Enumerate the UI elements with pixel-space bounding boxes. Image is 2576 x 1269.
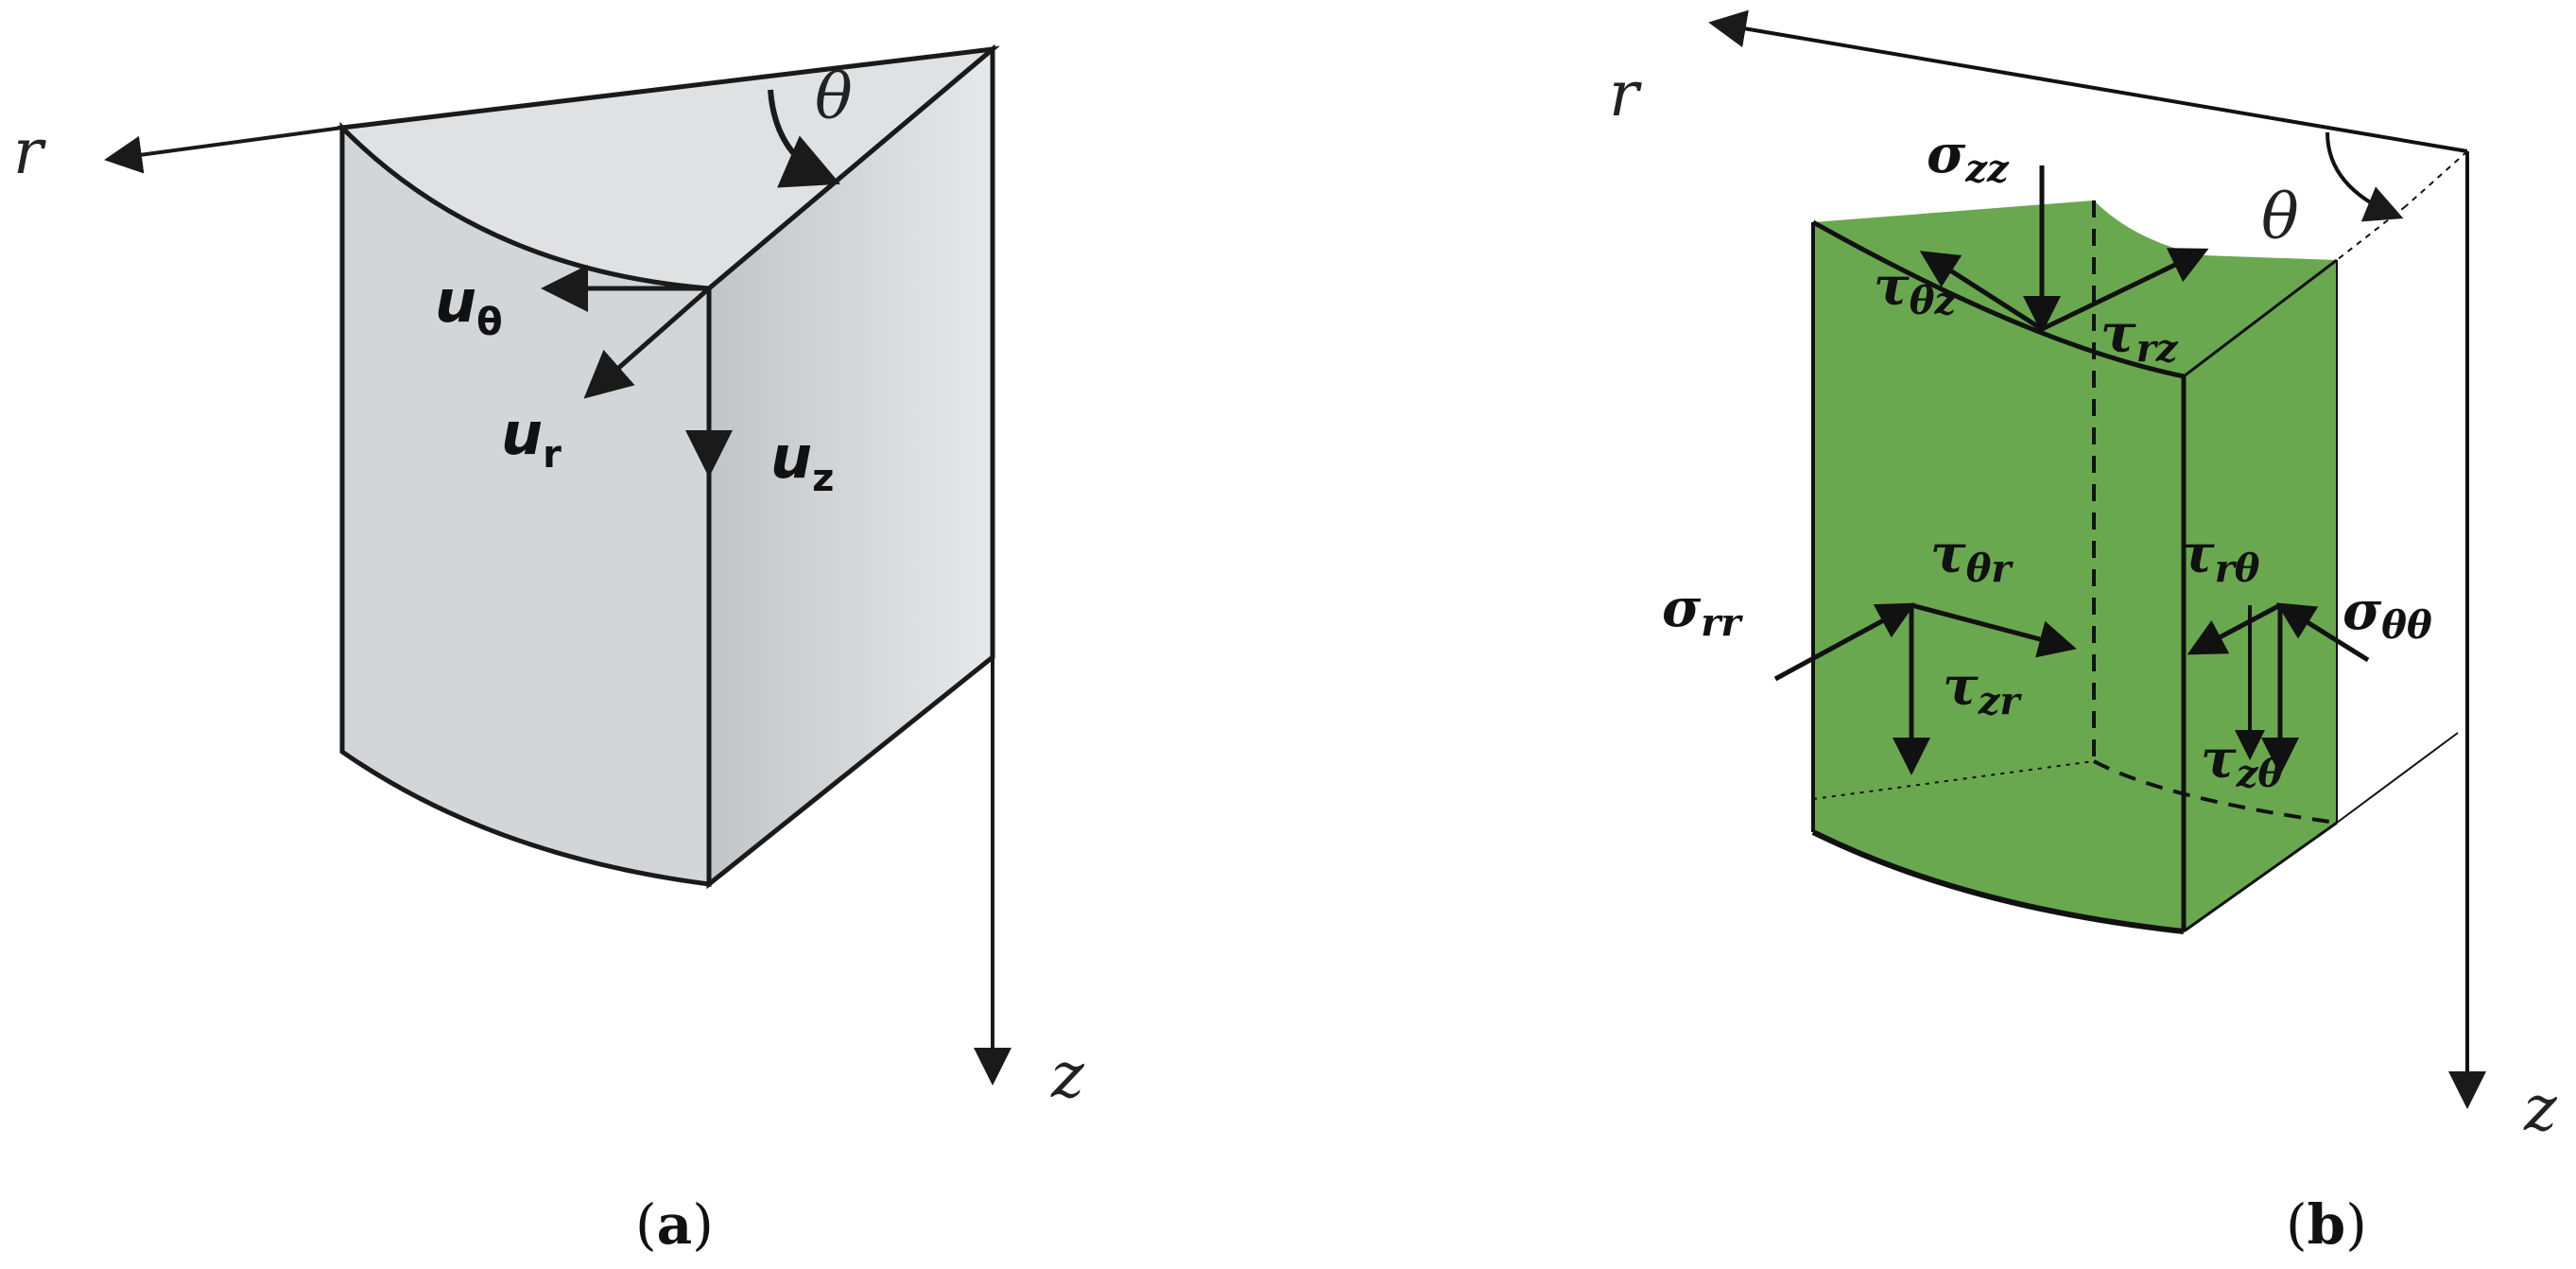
panel-b-tau-thetar-arrow	[1910, 602, 2077, 658]
panel-b-theta-arc	[2325, 131, 2404, 222]
panel-a-top-face	[337, 45, 1001, 291]
panel-a-u-theta-label: uθ	[435, 267, 503, 344]
panel-b-bottom-arc-edge	[1811, 829, 2185, 934]
panel-a-theta-label: θ	[815, 61, 853, 133]
panel-b-bottom-right-edge	[2183, 821, 2338, 933]
panel-a-r-axis	[104, 126, 343, 174]
panel-b-z-label: z	[2523, 1072, 2558, 1145]
panel-a-z-label: z	[1050, 1039, 1085, 1112]
panel-b-r-label: r	[1609, 58, 1642, 130]
panel-b-sigma-thetatheta-label: σθθ	[2343, 580, 2432, 648]
panel-b-caption: (b)	[2286, 1192, 2367, 1257]
panel-b-top-arc-edge	[1811, 219, 2185, 379]
panel-a-r-label: r	[13, 115, 46, 188]
panel-b-tau-rz-arrow	[2040, 248, 2209, 332]
panel-b-sigma-rr-label: σrr	[1662, 577, 1743, 645]
panel-b-tau-thetar-label: τθr	[1930, 523, 2014, 591]
panel-b-dotted-top-b	[2405, 150, 2468, 207]
panel-a-theta-arc	[768, 89, 841, 188]
panel-a-u-r-label: ur	[501, 399, 562, 477]
panel-b-outer-bottom-line	[2336, 732, 2459, 824]
panel-b-sigma-thetatheta-arrow	[2275, 602, 2370, 663]
panel-a-u-z-label: uz	[770, 423, 834, 500]
panel-a-caption: (a)	[635, 1192, 714, 1257]
panel-b-tau-thetaz-label: τθz	[1874, 255, 1957, 323]
panel-b-top-right-edge	[2183, 258, 2338, 378]
panel-b-tau-rtheta-arrow	[2187, 602, 2282, 655]
panel-b-tau-ztheta-label: τzθ	[2201, 728, 2283, 796]
panel-b-tau-zr-label: τzr	[1943, 655, 2022, 723]
panel-b-tau-rtheta-label: τrθ	[2179, 523, 2260, 591]
panel-b-theta-label: θ	[2261, 181, 2299, 253]
panel-b-cutout	[2122, 200, 2406, 255]
panel-b: r z θ σzz τθz τrz σrr τθr τzr	[1609, 9, 2558, 1257]
panel-b-sigma-zz-label: σzz	[1927, 123, 2010, 191]
panel-b-hidden-bottom-arc	[2093, 759, 2338, 825]
panel-b-r-axis	[1708, 9, 2468, 153]
panel-a-u-r-arrow	[583, 287, 711, 399]
panel-a: r z θ uθ ur uz (a)	[13, 43, 1085, 1257]
panel-b-sigma-rr-arrow	[1773, 602, 1916, 682]
panel-b-tau-rz-label: τrz	[2101, 303, 2179, 371]
panel-b-right-strip	[2184, 260, 2337, 931]
panel-b-tau-thetaz-arrow	[1919, 251, 2044, 332]
panel-b-top	[1813, 200, 2337, 376]
